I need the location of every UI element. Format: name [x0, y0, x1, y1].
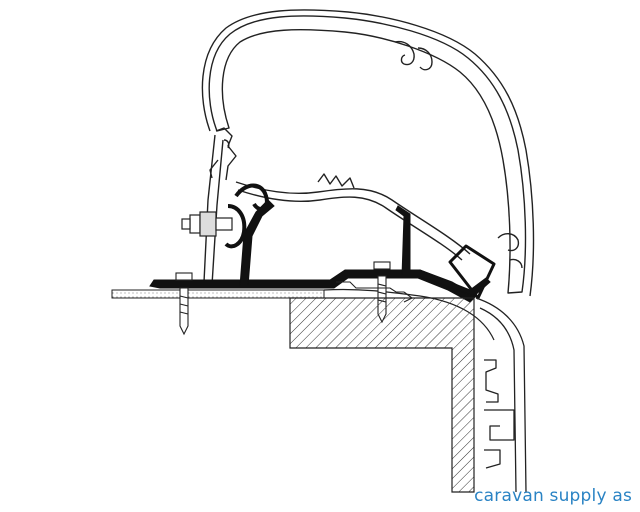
bolt-nut — [181, 204, 247, 249]
screw-left — [175, 272, 193, 336]
clamp-block — [448, 244, 496, 300]
mounting-rail-profile — [149, 183, 491, 303]
awning-cassette — [201, 9, 535, 297]
side-rail-profile — [475, 297, 527, 493]
rail-detail — [336, 281, 414, 303]
cassette-lower-arm — [203, 134, 471, 286]
roof-surface — [111, 288, 495, 341]
wall-corner-section — [289, 297, 475, 493]
watermark-text: caravan supply as — [474, 486, 632, 506]
